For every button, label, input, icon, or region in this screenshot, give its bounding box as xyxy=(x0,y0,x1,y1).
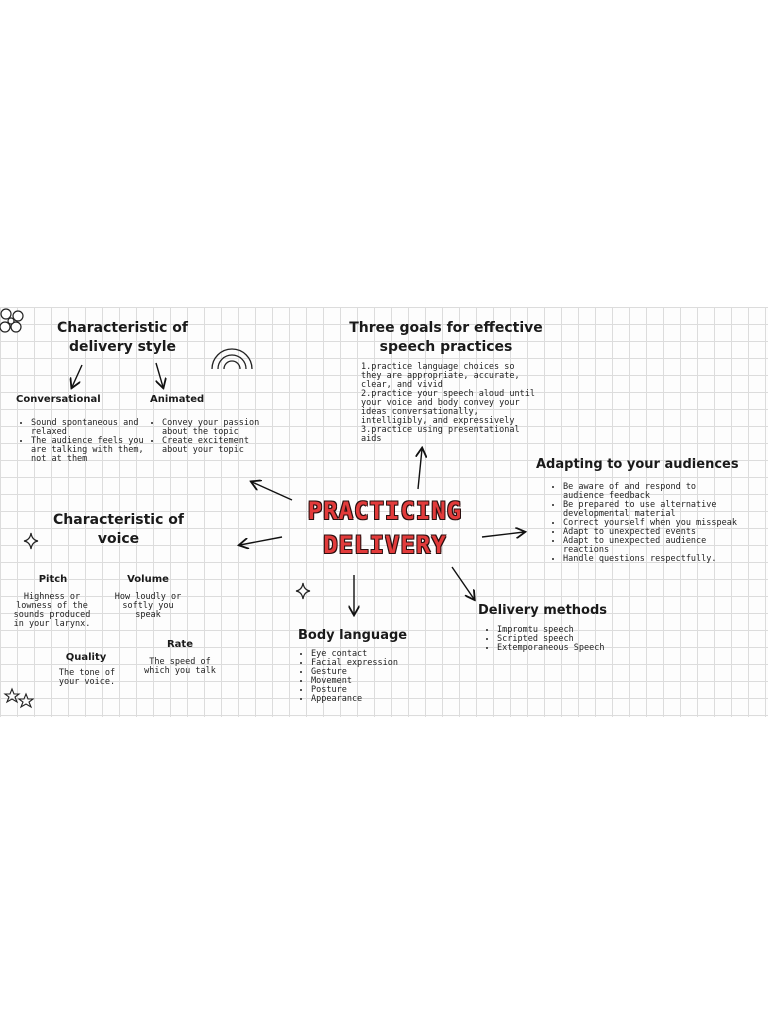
list-item: Extemporaneous Speech xyxy=(497,644,607,653)
sparkle-doodles xyxy=(23,532,311,600)
list-item: Impromtu speech xyxy=(497,626,607,635)
animated-list: Convey your passion about the topic Crea… xyxy=(151,419,264,455)
list-item: Convey your passion about the topic xyxy=(162,419,264,437)
flower-doodle xyxy=(0,308,24,333)
adapting-list: Be aware of and respond to audience feed… xyxy=(552,483,738,564)
list-item: Movement xyxy=(311,677,421,686)
rainbow-doodle xyxy=(211,348,253,370)
arrow-to-voice xyxy=(240,536,283,545)
conversational-list: Sound spontaneous and relaxed The audien… xyxy=(20,419,146,464)
list-item: Posture xyxy=(311,686,421,695)
arrow-to-methods xyxy=(451,566,474,599)
rate-label: Rate xyxy=(166,639,193,650)
pitch-desc: Highness or lowness of the sounds produc… xyxy=(13,592,91,629)
mind-map-board: PRACTICING DELIVERY Characteristic of de… xyxy=(0,307,768,717)
delivery-methods-heading: Delivery methods xyxy=(478,603,608,618)
list-item: Eye contact xyxy=(311,650,421,659)
arrow-to-style xyxy=(252,482,293,501)
arrow-to-adapting xyxy=(481,532,524,537)
arrows-and-doodles xyxy=(0,308,768,709)
arrow-to-animated xyxy=(156,362,163,387)
three-goals-list: 1.practice language choices so they are … xyxy=(361,363,539,444)
list-item: Be aware of and respond to audience feed… xyxy=(563,483,738,501)
three-goals-heading: Three goals for effective speech practic… xyxy=(349,320,543,355)
center-title-line1: PRACTICING xyxy=(307,497,463,525)
list-item: Handle questions respectfully. xyxy=(563,555,738,564)
arrow-to-conversational xyxy=(72,364,83,387)
volume-desc: How loudly or softly you speak xyxy=(114,592,182,620)
center-title: PRACTICING DELIVERY xyxy=(290,494,480,562)
voice-heading: Characteristic of voice xyxy=(53,512,184,547)
list-item: Gesture xyxy=(311,668,421,677)
adapting-heading: Adapting to your audiences xyxy=(536,457,739,472)
list-item: Facial expression xyxy=(311,659,421,668)
body-language-heading: Body language xyxy=(298,628,408,643)
quality-desc: The tone of your voice. xyxy=(58,668,116,687)
list-item: Sound spontaneous and relaxed xyxy=(31,419,146,437)
list-item: 1.practice language choices so they are … xyxy=(361,362,520,390)
list-item: The audience feels you are talking with … xyxy=(31,437,146,464)
list-item: Adapt to unexpected audience reactions xyxy=(563,537,738,555)
star-doodles xyxy=(3,687,35,709)
list-item: 3.practice using presentational aids xyxy=(361,425,520,444)
animated-label: Animated xyxy=(150,394,205,405)
quality-label: Quality xyxy=(65,652,107,663)
arrow-to-goals xyxy=(418,449,422,490)
list-item: Scripted speech xyxy=(497,635,607,644)
center-title-line2: DELIVERY xyxy=(323,531,447,559)
delivery-style-heading: Characteristic of delivery style xyxy=(57,320,188,355)
list-item: Adapt to unexpected events xyxy=(563,528,738,537)
list-item: Correct yourself when you misspeak xyxy=(563,519,738,528)
delivery-methods-list: Impromtu speech Scripted speech Extempor… xyxy=(486,626,607,653)
list-item: Appearance xyxy=(311,695,421,704)
body-language-list: Eye contact Facial expression Gesture Mo… xyxy=(300,650,421,704)
rate-desc: The speed of which you talk xyxy=(144,657,216,676)
volume-label: Volume xyxy=(127,574,169,585)
list-item: Create excitement about your topic xyxy=(162,437,264,455)
pitch-label: Pitch xyxy=(38,574,68,585)
conversational-label: Conversational xyxy=(16,394,101,405)
list-item: 2.practice your speech aloud until your … xyxy=(361,389,535,426)
list-item: Be prepared to use alternative developme… xyxy=(563,501,738,519)
